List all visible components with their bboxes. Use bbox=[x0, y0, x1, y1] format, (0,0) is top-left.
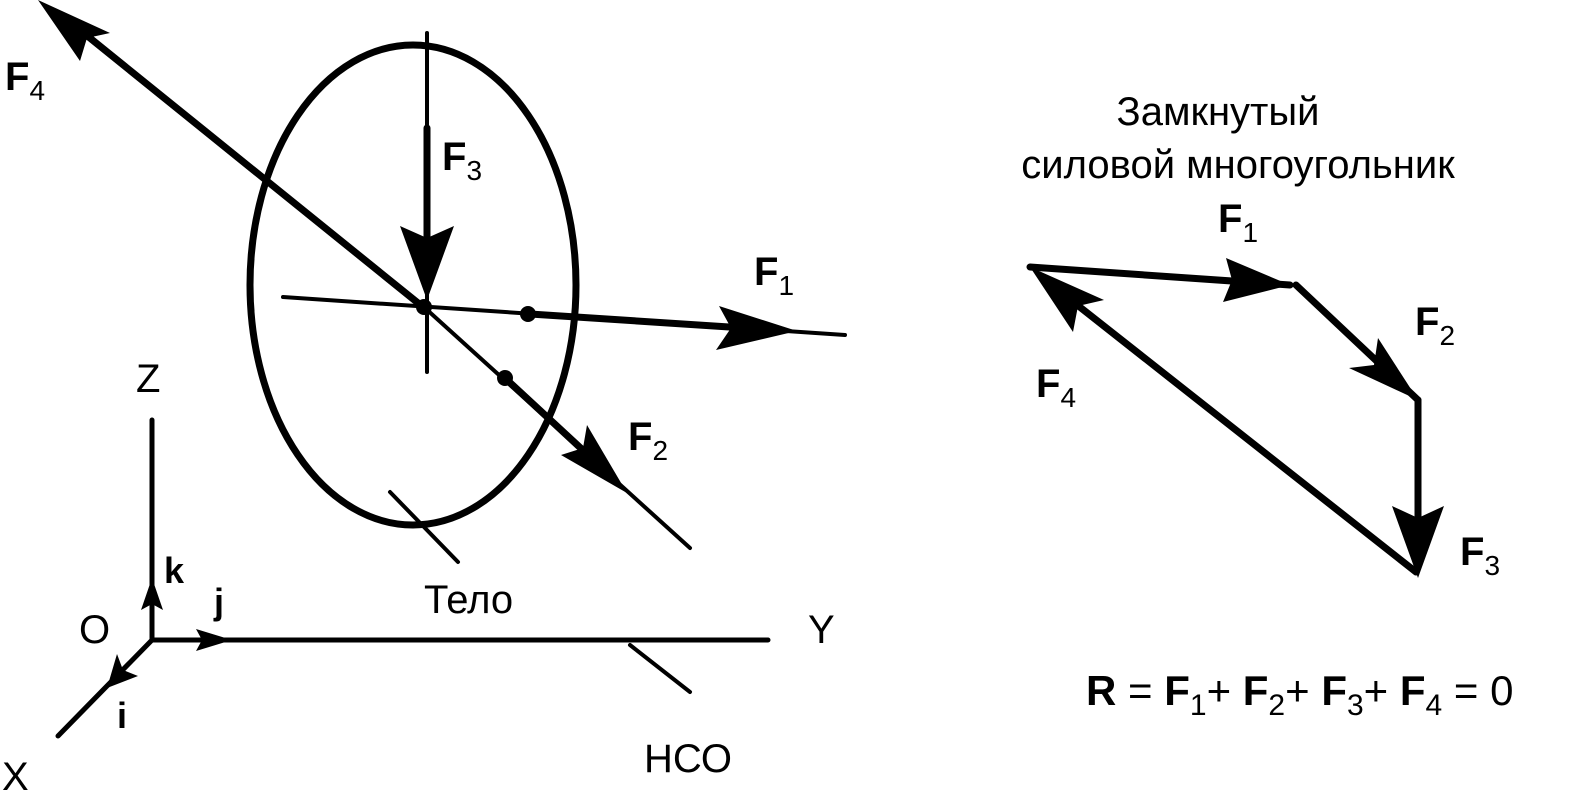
polygon-f4-arrowhead bbox=[1030, 267, 1104, 332]
body-label: Тело bbox=[424, 578, 513, 622]
f3-subscript: 3 bbox=[466, 155, 482, 186]
polygon-f2-label: F2 bbox=[1415, 300, 1455, 351]
f4-arrowhead bbox=[38, 0, 110, 61]
polygon-f3-label: F3 bbox=[1460, 530, 1500, 581]
f2-subscript: 2 bbox=[652, 435, 668, 466]
eq-s3: 3 bbox=[1347, 689, 1364, 722]
force-points bbox=[416, 299, 536, 386]
eq-zero: = 0 bbox=[1442, 667, 1513, 714]
eq-f4: F bbox=[1400, 667, 1426, 714]
x-axis-label: X bbox=[2, 755, 29, 795]
left-arrowheads bbox=[38, 0, 797, 688]
polygon-f1-subscript: 1 bbox=[1242, 217, 1258, 248]
body-center-point bbox=[416, 299, 432, 315]
polygon-f2-subscript: 2 bbox=[1439, 320, 1455, 351]
polygon-f4-symbol: F bbox=[1036, 362, 1060, 406]
i-arrowhead bbox=[107, 654, 138, 688]
frame-label: НСО bbox=[644, 737, 732, 781]
eq-f2: F bbox=[1243, 667, 1269, 714]
f1-symbol: F bbox=[754, 250, 778, 294]
force-polygon bbox=[1026, 263, 1422, 576]
origin-label: O bbox=[79, 608, 110, 652]
body-leader-line bbox=[388, 490, 460, 564]
j-unit-label: j bbox=[213, 581, 224, 622]
eq-plus-1: + bbox=[1207, 667, 1243, 714]
resultant-equation: R = F1+ F2+ F3+ F4 = 0 bbox=[1086, 667, 1513, 722]
polygon-arrowheads bbox=[1030, 258, 1444, 578]
eq-s4: 4 bbox=[1426, 689, 1443, 722]
f3-label: F3 bbox=[442, 135, 482, 186]
polygon-f1-label: F1 bbox=[1218, 197, 1258, 248]
f3-arrowhead bbox=[400, 226, 454, 300]
f1-subscript: 1 bbox=[778, 270, 794, 301]
f4-vector-shaft bbox=[76, 26, 427, 311]
polygon-f3-arrowhead bbox=[1392, 506, 1444, 578]
polygon-f3-subscript: 3 bbox=[1484, 550, 1500, 581]
eq-s1: 1 bbox=[1190, 689, 1207, 722]
x-axis bbox=[55, 637, 155, 739]
f1-label: F1 bbox=[754, 250, 794, 301]
i-unit-label: i bbox=[117, 695, 127, 736]
f1-arrowhead bbox=[716, 306, 797, 350]
polygon-f3-symbol: F bbox=[1460, 530, 1484, 574]
polygon-f4-side bbox=[1058, 289, 1420, 576]
f4-symbol: F bbox=[5, 55, 29, 99]
f2-application-point bbox=[497, 370, 513, 386]
eq-s2: 2 bbox=[1268, 689, 1285, 722]
eq-equals-1: = bbox=[1116, 667, 1164, 714]
f2-symbol: F bbox=[628, 415, 652, 459]
polygon-title-line1: Замкнутый bbox=[1117, 90, 1320, 134]
eq-r: R bbox=[1086, 667, 1116, 714]
polygon-f1-arrowhead bbox=[1223, 258, 1290, 302]
body-ellipse bbox=[246, 41, 580, 529]
eq-plus-2: + bbox=[1285, 667, 1321, 714]
eq-f1: F bbox=[1164, 667, 1190, 714]
polygon-f4-subscript: 4 bbox=[1060, 382, 1076, 413]
k-unit-label: k bbox=[164, 550, 185, 591]
y-axis-label: Y bbox=[808, 608, 835, 652]
f1-application-point bbox=[520, 306, 536, 322]
polygon-f2-arrowhead bbox=[1349, 338, 1418, 400]
frame-leader-line bbox=[628, 643, 692, 694]
f1-vector-shaft bbox=[526, 310, 764, 333]
j-arrowhead bbox=[196, 629, 232, 651]
polygon-f4-label: F4 bbox=[1036, 362, 1076, 413]
polygon-title-line2: силовой многоугольник bbox=[1021, 143, 1455, 187]
f2-label: F2 bbox=[628, 415, 668, 466]
polygon-f2-symbol: F bbox=[1415, 300, 1439, 344]
polygon-f1-symbol: F bbox=[1218, 197, 1242, 241]
f3-symbol: F bbox=[442, 135, 466, 179]
z-axis-label: Z bbox=[136, 357, 160, 401]
eq-plus-3: + bbox=[1364, 667, 1400, 714]
eq-f3: F bbox=[1321, 667, 1347, 714]
f2-arrowhead bbox=[561, 425, 627, 493]
k-arrowhead bbox=[141, 578, 163, 610]
f4-subscript: 4 bbox=[29, 75, 45, 106]
f4-label: F4 bbox=[5, 55, 45, 106]
